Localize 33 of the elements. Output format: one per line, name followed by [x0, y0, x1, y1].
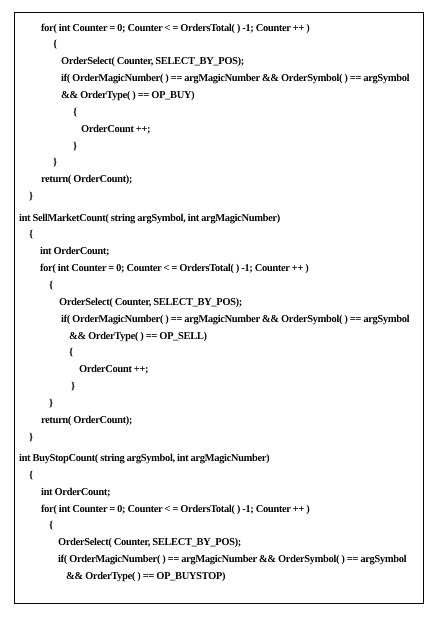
code-line: int BuyStopCount( string argSymbol, int argMagicNumber) — [19, 452, 270, 465]
code-line: OrderCount ++; — [79, 363, 148, 376]
code-line: { — [49, 278, 53, 292]
code-line: for( int Counter = 0; Counter < = OrdersTotal( ) -1; Counter ++ ) — [41, 22, 310, 35]
code-line: if( OrderMagicNumber( ) == argMagicNumber && OrderSymbol( ) == argSymbol — [61, 72, 410, 86]
code-line: } — [73, 140, 77, 153]
code-line: int SellMarketCount( string argSymbol, int argMagicNumber) — [19, 212, 280, 224]
code-line: { — [29, 468, 33, 482]
code-line: && OrderType( ) == OP_BUY) — [61, 89, 194, 102]
code-line: for( int Counter = 0; Counter < = OrdersTotal( ) -1; Counter ++ ) — [41, 502, 310, 516]
code-line: } — [29, 190, 33, 204]
code-line: int OrderCount; — [40, 245, 110, 258]
code-line: } — [53, 156, 57, 170]
code-line: OrderSelect( Counter, SELECT_BY_POS); — [58, 536, 241, 550]
code-line: OrderCount ++; — [81, 122, 150, 136]
code-line: int OrderCount; — [41, 486, 110, 499]
code-line: { — [49, 519, 53, 532]
code-line: if( OrderMagicNumber( ) == argMagicNumber && OrderSymbol( ) == argSymbol — [58, 553, 406, 566]
code-line: OrderSelect( Counter, SELECT_BY_POS); — [59, 296, 242, 309]
code-line: return( OrderCount); — [41, 414, 132, 427]
code-line: { — [73, 106, 77, 119]
code-line: && OrderType( ) == OP_BUYSTOP) — [66, 570, 226, 583]
code-line: } — [49, 396, 53, 410]
code-line: { — [29, 228, 33, 242]
code-line: if( OrderMagicNumber( ) == argMagicNumber && OrderSymbol( ) == argSymbol — [61, 312, 410, 326]
code-line: { — [69, 346, 73, 360]
code-line: } — [71, 380, 75, 394]
code-line: && OrderType( ) == OP_SELL) — [69, 330, 207, 343]
code-line: return( OrderCount); — [41, 173, 132, 186]
code-line: OrderSelect( Counter, SELECT_BY_POS); — [61, 55, 244, 68]
code-line: for( int Counter = 0; Counter < = OrdersTotal( ) -1; Counter ++ ) — [40, 262, 308, 276]
code-line: } — [29, 430, 33, 444]
code-line: { — [53, 38, 57, 52]
